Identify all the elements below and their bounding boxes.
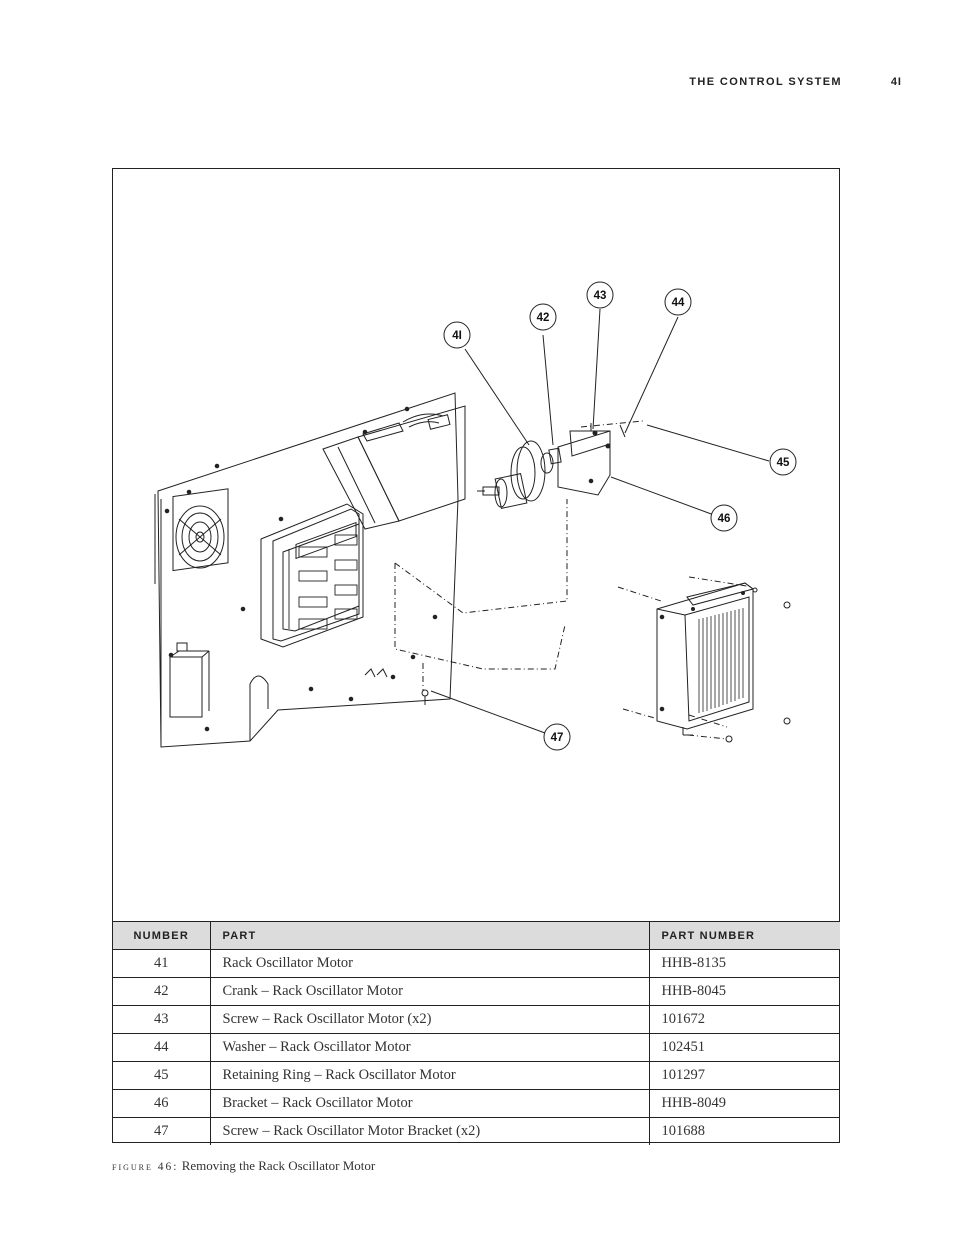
cell-part: Screw – Rack Oscillator Motor Bracket (x… — [210, 1117, 650, 1145]
callout-46: 46 — [718, 513, 731, 525]
callout-45: 45 — [777, 457, 790, 469]
figure-box: 4I 42 43 44 45 46 47 NUMBER PART PART NU… — [112, 168, 840, 1145]
callout-46-circle — [710, 504, 738, 532]
callout-44: 44 — [672, 297, 685, 309]
cell-number: 46 — [113, 1089, 211, 1118]
callout-41-circle — [443, 321, 471, 349]
cell-number: 45 — [113, 1061, 211, 1090]
cell-number: 47 — [113, 1117, 211, 1145]
running-header: THE CONTROL SYSTEM 4I — [0, 76, 954, 92]
callout-42-circle — [529, 303, 557, 331]
cell-part: Washer – Rack Oscillator Motor — [210, 1033, 650, 1062]
page-number: 4I — [890, 76, 902, 88]
table-row: 41 Rack Oscillator Motor HHB-8135 — [113, 949, 840, 978]
section-title: THE CONTROL SYSTEM — [689, 76, 842, 88]
table-header-row: NUMBER PART PART NUMBER — [113, 921, 840, 950]
cell-part-number: HHB-8135 — [649, 949, 840, 978]
callout-42: 42 — [537, 312, 550, 324]
cell-number: 43 — [113, 1005, 211, 1034]
cell-part-number: HHB-8049 — [649, 1089, 840, 1118]
motor-drawing — [477, 423, 626, 509]
callout-41: 4I — [452, 330, 462, 342]
callout-44-circle — [664, 288, 692, 316]
module-drawing — [260, 503, 364, 648]
cell-part-number: 101688 — [661, 1123, 706, 1139]
column-header-part: PART — [210, 921, 650, 950]
screw-47-drawing — [421, 689, 429, 705]
cell-part-number: 102451 — [649, 1033, 840, 1062]
duct-drawing — [322, 405, 466, 530]
cell-part-number: HHB-8045 — [649, 977, 840, 1006]
cell-part: Bracket – Rack Oscillator Motor — [210, 1089, 650, 1118]
callout-43-circle — [586, 281, 614, 309]
heatsink-drawing — [656, 582, 791, 743]
table-row: 47 Screw – Rack Oscillator Motor Bracket… — [113, 1117, 840, 1145]
mounting-outline — [394, 420, 754, 740]
table-row: 43 Screw – Rack Oscillator Motor (x2) 10… — [113, 1005, 840, 1034]
cell-part: Crank – Rack Oscillator Motor — [210, 977, 650, 1006]
exploded-parts-diagram: 4I 42 43 44 45 46 47 — [154, 281, 797, 751]
parts-table: NUMBER PART PART NUMBER 41 Rack Oscillat… — [113, 921, 840, 1145]
table-row: 45 Retaining Ring – Rack Oscillator Moto… — [113, 1061, 840, 1090]
fan-drawing — [172, 488, 229, 572]
control-panel-drawing — [154, 392, 466, 748]
table-row: 46 Bracket – Rack Oscillator Motor HHB-8… — [113, 1089, 840, 1118]
figure-label: figure 46: — [112, 1161, 179, 1173]
cell-part: Retaining Ring – Rack Oscillator Motor — [210, 1061, 650, 1090]
leader-lines — [430, 308, 770, 734]
column-header-part-number: PART NUMBER — [649, 921, 840, 950]
cell-number: 44 — [113, 1033, 211, 1062]
table-row: 44 Washer – Rack Oscillator Motor 102451 — [113, 1033, 840, 1062]
callout-45-circle — [769, 448, 797, 476]
cell-number: 42 — [113, 977, 211, 1006]
cell-part: Screw – Rack Oscillator Motor (x2) — [210, 1005, 650, 1034]
callout-47: 47 — [551, 732, 564, 744]
column-header-number: NUMBER — [113, 921, 211, 950]
cell-number: 41 — [113, 949, 211, 978]
cell-part-number: 101297 — [649, 1061, 840, 1090]
figure-caption: figure 46: Removing the Rack Oscillator … — [112, 1158, 375, 1174]
table-row: 42 Crank – Rack Oscillator Motor HHB-804… — [113, 977, 840, 1006]
callout-43: 43 — [594, 290, 607, 302]
cell-part-number: 101672 — [649, 1005, 840, 1034]
callout-47-circle — [543, 723, 571, 751]
cell-part: Rack Oscillator Motor — [210, 949, 650, 978]
figure-caption-text: Removing the Rack Oscillator Motor — [181, 1158, 376, 1173]
